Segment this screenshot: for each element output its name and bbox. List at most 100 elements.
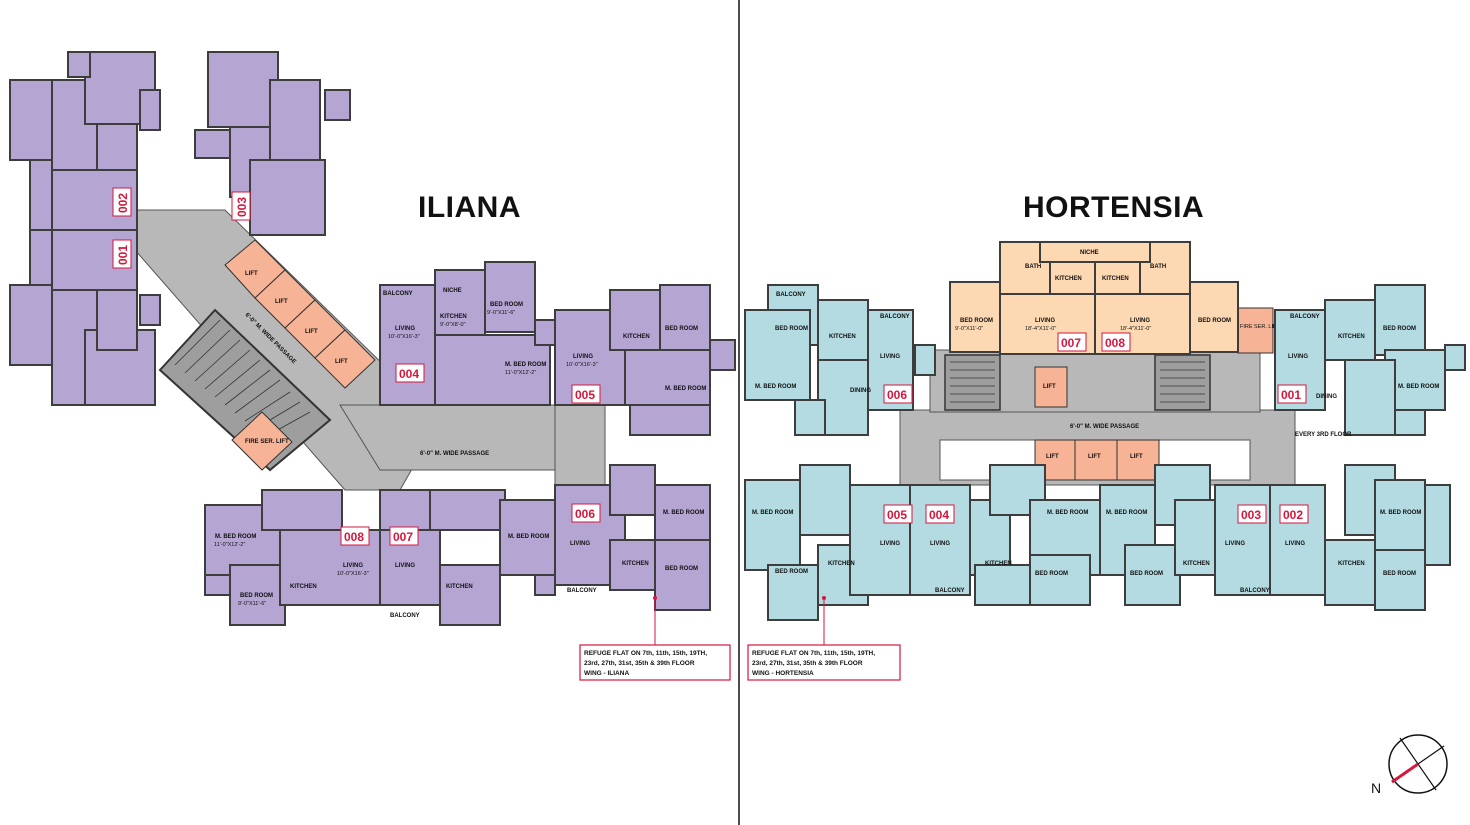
room-mbed: M. BED ROOM bbox=[752, 510, 793, 516]
refuge-note-box bbox=[579, 644, 731, 681]
room-mbed: M. BED ROOM bbox=[508, 534, 549, 540]
room-mbed: M. BED ROOM bbox=[1106, 510, 1147, 516]
refuge-note-line: WING - ILIANA bbox=[584, 670, 629, 677]
room-niche: NICHE bbox=[1080, 250, 1099, 256]
room-kitchen: KITCHEN bbox=[1055, 276, 1082, 282]
lift-label: LIFT bbox=[1046, 454, 1059, 460]
refuge-note-line: 23rd, 27th, 31st, 35th & 39th FLOOR bbox=[584, 660, 695, 667]
flat-number: 005 bbox=[887, 508, 907, 522]
flat-number: 003 bbox=[235, 197, 249, 217]
room-mbed: M. BED ROOM bbox=[215, 534, 256, 540]
iliana-stair-treads bbox=[174, 319, 311, 438]
room-living-dim: 18'-4"X11'-0" bbox=[1025, 326, 1056, 332]
room-kitchen: KITCHEN bbox=[1338, 561, 1365, 567]
lift-label: LIFT bbox=[1043, 384, 1056, 390]
flat-number: 006 bbox=[887, 388, 907, 402]
room-kitchen: KITCHEN bbox=[1102, 276, 1129, 282]
room-balcony: BALCONY bbox=[776, 292, 806, 298]
room-balcony: BALCONY bbox=[1290, 314, 1320, 320]
room-living-dim: 10'-0"X16'-3" bbox=[388, 334, 420, 340]
refuge-marker bbox=[653, 596, 657, 600]
room-bed: BED ROOM bbox=[1130, 571, 1163, 577]
flat-number: 002 bbox=[1283, 508, 1303, 522]
room-dining: DINING bbox=[1316, 394, 1337, 400]
hortensia-stair-right bbox=[1154, 354, 1211, 411]
room-living-dim: 18'-4"X11'-0" bbox=[1120, 326, 1151, 332]
hortensia-flats-007-008 bbox=[949, 241, 1239, 355]
iliana-flat-numbers: 001 002 003 004 005 006 007 008 bbox=[112, 187, 601, 546]
room-bed-dim: 9'-0"X11'-6" bbox=[487, 310, 515, 316]
iliana-wing: LIFT LIFT LIFT LIFT FIRE SER. LIFT 6'-0"… bbox=[9, 51, 736, 681]
room-living: LIVING bbox=[1035, 318, 1055, 324]
room-living: LIVING bbox=[1288, 354, 1308, 360]
hortensia-wing: LIFT LIFT LIFT LIFT FIRE SER. LIFT 6'-0"… bbox=[744, 191, 1466, 681]
room-bed: BED ROOM bbox=[490, 302, 523, 308]
room-living: LIVING bbox=[880, 354, 900, 360]
hortensia-stair-left bbox=[944, 354, 1001, 411]
room-mbed-dim: 11'-0"X12'-2" bbox=[505, 370, 536, 376]
lift-label: LIFT bbox=[305, 329, 318, 335]
room-bed: BED ROOM bbox=[1383, 571, 1416, 577]
refuge-note-line: WING - HORTENSIA bbox=[752, 670, 814, 677]
flat-number: 008 bbox=[1105, 336, 1125, 350]
iliana-passage-label: 6'-0" M. WIDE PASSAGE bbox=[420, 451, 489, 457]
refuge-marker bbox=[822, 596, 826, 600]
room-living: LIVING bbox=[1225, 541, 1245, 547]
iliana-flat-003 bbox=[194, 51, 351, 236]
flat-number: 001 bbox=[1281, 388, 1301, 402]
flat-number: 004 bbox=[399, 367, 419, 381]
lift-label: LIFT bbox=[275, 299, 288, 305]
room-mbed: M. BED ROOM bbox=[755, 384, 796, 390]
room-bath: BATH bbox=[1025, 264, 1041, 270]
hortensia-flat-numbers: 001 002 003 004 005 006 007 008 bbox=[883, 332, 1309, 524]
fire-lift-label: FIRE SER. LIFT bbox=[245, 439, 289, 445]
room-niche: NICHE bbox=[443, 288, 462, 294]
room-mbed: M. BED ROOM bbox=[505, 362, 546, 368]
compass-north-label: N bbox=[1371, 780, 1381, 796]
room-bed: BED ROOM bbox=[665, 326, 698, 332]
room-living: LIVING bbox=[1130, 318, 1150, 324]
iliana-right-passage bbox=[554, 399, 606, 496]
north-compass-icon: N bbox=[1371, 734, 1448, 796]
room-kitchen-dim: 9'-0"X8'-0" bbox=[440, 322, 466, 328]
room-living: LIVING bbox=[570, 541, 590, 547]
room-bed-dim: 9'-0"X11'-6" bbox=[238, 601, 266, 607]
room-mbed: M. BED ROOM bbox=[665, 386, 706, 392]
room-bed: BED ROOM bbox=[1198, 318, 1231, 324]
refuge-note-line: 23rd, 27th, 31st, 35th & 39th FLOOR bbox=[752, 660, 863, 667]
hortensia-title: HORTENSIA bbox=[1023, 191, 1204, 224]
room-dining: DINING bbox=[850, 388, 871, 394]
room-kitchen: KITCHEN bbox=[446, 584, 473, 590]
room-bath: BATH bbox=[1150, 264, 1166, 270]
iliana-room-labels: LIVING 10'-0"X16'-3" BED ROOM 9'-0"X11'-… bbox=[214, 288, 706, 619]
room-living-dim: 10'-0"X16'-3" bbox=[337, 571, 369, 577]
room-bed: BED ROOM bbox=[775, 569, 808, 575]
room-bed: BED ROOM bbox=[1383, 326, 1416, 332]
iliana-stair-block bbox=[158, 308, 332, 472]
flat-number: 003 bbox=[1241, 508, 1261, 522]
every-3rd-floor-label: EVERY 3RD FLOOR bbox=[1295, 432, 1352, 438]
room-balcony: BALCONY bbox=[390, 613, 420, 619]
flat-number: 001 bbox=[116, 245, 130, 265]
room-living: LIVING bbox=[880, 541, 900, 547]
room-mbed: M. BED ROOM bbox=[1398, 384, 1439, 390]
room-bed: BED ROOM bbox=[240, 593, 273, 599]
room-kitchen: KITCHEN bbox=[623, 334, 650, 340]
flat-number: 007 bbox=[1061, 336, 1081, 350]
iliana-flats-006-007-008 bbox=[204, 464, 711, 626]
room-living-dim: 10'-0"X16'-3" bbox=[566, 362, 598, 368]
hortensia-blue-flats bbox=[744, 284, 1466, 621]
flat-number: 006 bbox=[575, 507, 595, 521]
flat-number: 008 bbox=[344, 530, 364, 544]
room-bed: BED ROOM bbox=[775, 326, 808, 332]
iliana-title: ILIANA bbox=[418, 191, 521, 224]
hortensia-peach-labels: BED ROOM 9'-0"X11'-0" LIVING 18'-4"X11'-… bbox=[955, 250, 1231, 332]
room-bed: BED ROOM bbox=[960, 318, 993, 324]
room-living: LIVING bbox=[930, 541, 950, 547]
room-living: LIVING bbox=[343, 563, 363, 569]
room-kitchen: KITCHEN bbox=[985, 561, 1012, 567]
room-kitchen: KITCHEN bbox=[1338, 334, 1365, 340]
room-mbed-dim: 11'-0"X12'-2" bbox=[214, 542, 245, 548]
room-kitchen: KITCHEN bbox=[290, 584, 317, 590]
refuge-note-line: REFUGE FLAT ON 7th, 11th, 15th, 19TH, bbox=[752, 650, 875, 657]
